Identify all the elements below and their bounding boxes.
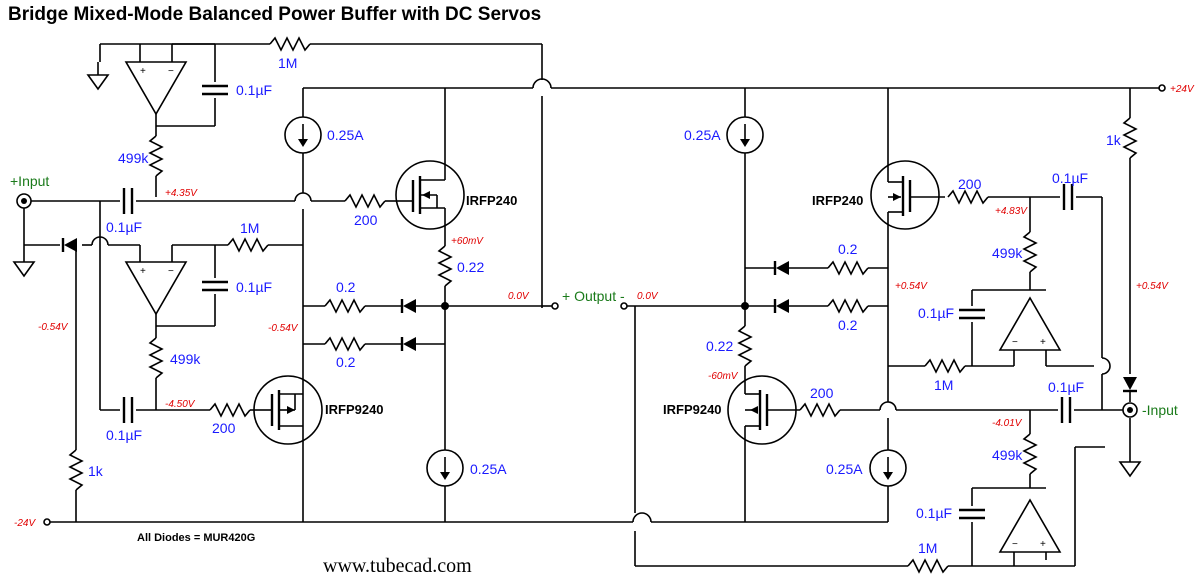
left-r-gate-top-label: 200 xyxy=(354,212,378,228)
left-mid-servo-wires xyxy=(155,244,303,410)
footer-url: www.tubecad.com xyxy=(323,555,472,577)
right-mosfet-top-body xyxy=(888,176,945,216)
right-v-gate-top: +4.83V xyxy=(995,206,1028,217)
left-r-fb-mid-label: 1M xyxy=(240,220,259,236)
right-cap-servo-top-label: 0.1µF xyxy=(918,305,954,321)
svg-text:+: + xyxy=(140,66,146,77)
svg-text:−: − xyxy=(1012,337,1018,348)
negative-rail-label: -24V xyxy=(14,518,36,529)
right-mosfet-bot-label: IRFP9240 xyxy=(663,402,722,417)
left-diode-network xyxy=(303,286,552,522)
right-diode-network xyxy=(745,267,888,307)
left-mosfet-top-label: IRFP240 xyxy=(466,193,517,208)
right-v-out: 0.0V xyxy=(637,291,659,302)
right-r-bias-label: 1k xyxy=(1106,132,1122,148)
right-r-source-bot-label: 0.22 xyxy=(706,338,733,354)
right-r-gate-bot-label: 200 xyxy=(810,385,834,401)
svg-text:+: + xyxy=(1040,539,1046,550)
right-r-fb-bot-label: 1M xyxy=(918,540,937,556)
plus-input-label: +Input xyxy=(10,173,49,189)
right-bottom-servo-wires xyxy=(971,410,1046,566)
left-r-bias-label: 1k xyxy=(88,463,104,479)
left-cap-servo-mid-label: 0.1µF xyxy=(236,279,272,295)
right-ccs-top-label: 0.25A xyxy=(684,127,721,143)
output-label: + Output - xyxy=(562,288,625,304)
left-cap-in-top-label: 0.1µF xyxy=(106,219,142,235)
left-ccs-bot-label: 0.25A xyxy=(470,461,507,477)
right-r-diode-2-label: 0.2 xyxy=(838,317,858,333)
right-top-servo-wires xyxy=(888,196,1111,410)
right-cap-in-top-label: 0.1µF xyxy=(1052,170,1088,186)
left-r-gate-bot-label: 200 xyxy=(212,420,236,436)
right-output-wires xyxy=(627,305,1105,567)
svg-text:+: + xyxy=(1040,337,1046,348)
right-cap-in-bot-label: 0.1µF xyxy=(1048,379,1084,395)
left-mosfet-bot-label: IRFP9240 xyxy=(325,402,384,417)
left-mosfet-top-body xyxy=(398,88,446,246)
left-input-wires xyxy=(23,192,398,522)
left-r-diode-2-label: 0.2 xyxy=(336,354,356,370)
left-v-bias: -0.54V xyxy=(38,322,69,333)
right-r-servo-top-label: 499k xyxy=(992,245,1023,261)
right-mosfet-top-label: IRFP240 xyxy=(812,193,863,208)
minus-input-label: -Input xyxy=(1142,402,1178,418)
left-ccs-top-label: 0.25A xyxy=(327,127,364,143)
left-v-diode: -0.54V xyxy=(268,323,299,334)
right-v-source-bot: -60mV xyxy=(708,371,739,382)
right-v-gate-bot: -4.01V xyxy=(992,418,1023,429)
left-r-fb-top-label: 1M xyxy=(278,55,297,71)
left-top-servo-wires xyxy=(155,43,216,197)
svg-text:−: − xyxy=(168,66,174,77)
left-v-out: 0.0V xyxy=(508,291,530,302)
left-v-gate-top: +4.35V xyxy=(165,188,198,199)
left-top-feedback-wire xyxy=(99,43,543,308)
svg-text:+: + xyxy=(140,266,146,277)
right-mosfet-bot-body xyxy=(744,380,800,436)
right-r-gate-top-label: 200 xyxy=(958,176,982,192)
positive-rail-label: +24V xyxy=(1170,84,1195,95)
left-cap-in-bot-label: 0.1µF xyxy=(106,427,142,443)
negative-rail xyxy=(43,512,888,526)
right-vertical-bus xyxy=(840,88,1058,522)
left-r-servo-top-label: 499k xyxy=(118,150,149,166)
right-cap-servo-bot-label: 0.1µF xyxy=(916,505,952,521)
diode-note: All Diodes = MUR420G xyxy=(137,532,255,544)
left-v-source-top: +60mV xyxy=(451,236,484,247)
left-mosfet-bot-body xyxy=(258,390,303,430)
left-cap-servo-top-label: 0.1µF xyxy=(236,82,272,98)
right-r-diode-1-label: 0.2 xyxy=(838,241,858,257)
right-v-bias: +0.54V xyxy=(1136,281,1169,292)
right-ccs-bot-label: 0.25A xyxy=(826,461,863,477)
left-r-servo-bot-label: 499k xyxy=(170,351,201,367)
right-r-servo-bot-label: 499k xyxy=(992,447,1023,463)
positive-rail xyxy=(303,78,1166,92)
svg-text:−: − xyxy=(168,266,174,277)
svg-text:−: − xyxy=(1012,539,1018,550)
left-v-gate-bot: -4.50V xyxy=(165,399,196,410)
left-r-diode-1-label: 0.2 xyxy=(336,279,356,295)
page-title: Bridge Mixed-Mode Balanced Power Buffer … xyxy=(8,4,542,25)
left-r-source-top-label: 0.22 xyxy=(457,259,484,275)
right-r-fb-mid-label: 1M xyxy=(934,377,953,393)
right-v-diode: +0.54V xyxy=(895,281,928,292)
